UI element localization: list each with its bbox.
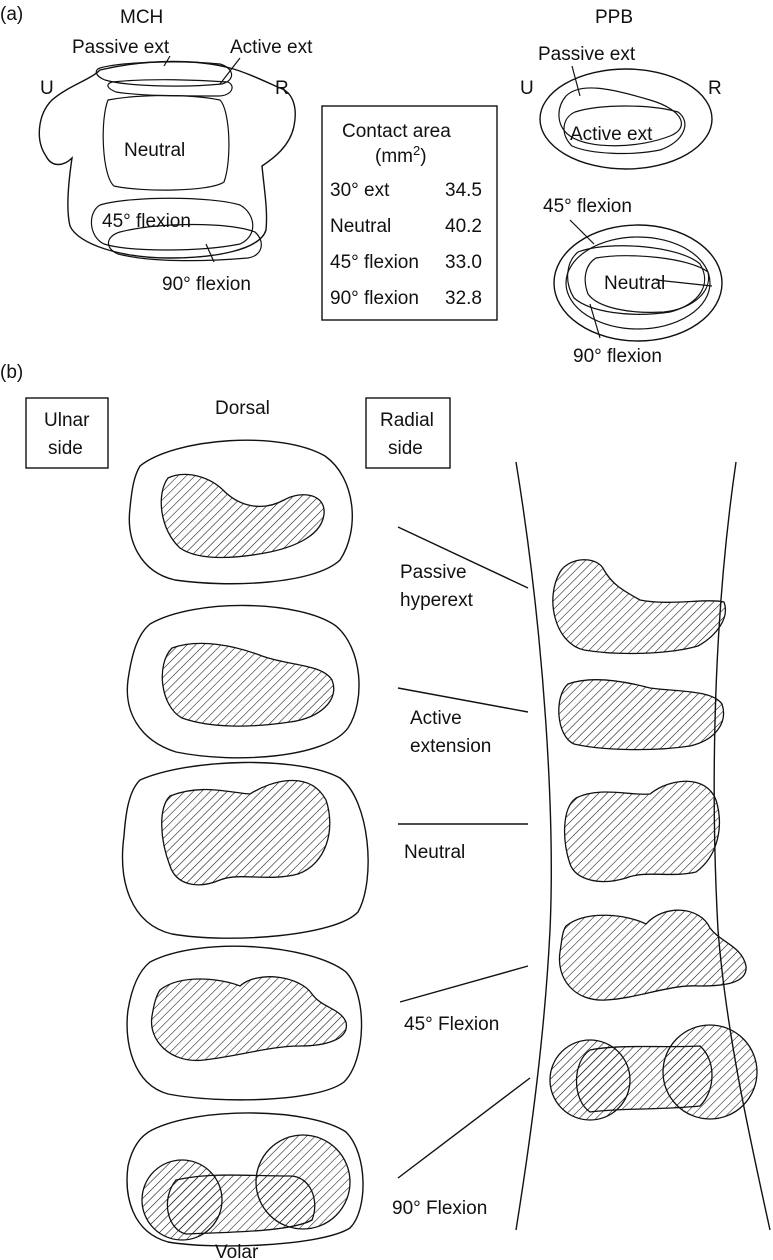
mch-neutral-label: Neutral [124, 140, 185, 161]
mch-passive-ext-label: Passive ext [72, 37, 170, 58]
tube-contact-active-extension [559, 680, 724, 750]
contact-patch [256, 1135, 350, 1229]
surface-neutral [123, 762, 369, 938]
ppb-diagram: PPB Passive ext U R Active ext 45° flexi… [520, 7, 722, 367]
ppb-passive-ext-label: Passive ext [538, 44, 636, 65]
table-title: Contact area [342, 121, 451, 142]
ppb-radial-letter: R [708, 78, 722, 99]
table-row-area: 33.0 [445, 252, 482, 273]
table-unit-close: ) [420, 146, 426, 167]
contact-patch [162, 643, 334, 726]
pointer-line [398, 1078, 530, 1178]
contact-area-table: Contact area (mm2) 30° ext 34.5 Neutral … [322, 106, 497, 320]
contact-patch [142, 1160, 222, 1240]
contact-patch [162, 780, 330, 884]
surface-45-flexion [127, 946, 361, 1100]
surface-90-flexion [127, 1113, 363, 1246]
mch-active-ext-contact [108, 80, 232, 96]
position-label: Passive [400, 562, 467, 583]
surface-passive-hyperext [129, 440, 352, 584]
tube-contact-passive-hyperext [553, 560, 726, 654]
tube-contact-neutral [565, 781, 720, 881]
table-unit-open: (mm [375, 146, 413, 167]
position-label: 45° Flexion [404, 1014, 499, 1035]
contact-patch [161, 474, 324, 557]
ppb-90-flexion-label: 90° flexion [573, 346, 662, 367]
position-label: Neutral [404, 842, 465, 863]
ulnar-side-line: Ulnar [44, 410, 90, 431]
ppb-title: PPB [595, 7, 633, 28]
surface-active-extension [127, 605, 359, 757]
table-row-area: 32.8 [445, 288, 482, 309]
pointer-line [400, 966, 528, 1002]
panel-b-label: (b) [0, 362, 23, 383]
ppb-active-ext-label: Active ext [570, 124, 653, 145]
position-label: 90° Flexion [392, 1198, 487, 1219]
table-row-position: Neutral [330, 216, 391, 237]
mch-title: MCH [120, 7, 163, 28]
mch-90-flexion-label: 90° flexion [162, 274, 251, 295]
tube-left-edge [516, 462, 551, 1230]
table-row-position: 90° flexion [330, 288, 419, 309]
tube-contact-circle [663, 1025, 757, 1119]
ppb-ulnar-letter: U [520, 78, 534, 99]
mch-active-ext-label: Active ext [230, 37, 313, 58]
ulnar-side-line: side [48, 438, 83, 459]
table-unit-superscript: 2 [413, 143, 420, 158]
position-label: hyperext [400, 590, 474, 611]
mch-ulnar-letter: U [40, 78, 54, 99]
mch-45-flexion-label: 45° flexion [102, 211, 191, 232]
ppb-45-flexion-label: 45° flexion [543, 196, 632, 217]
tube-contact-90-flexion [550, 1025, 757, 1120]
position-label: extension [410, 736, 491, 757]
mch-90-flexion-pointer [206, 244, 214, 262]
volar-label: Volar [215, 1242, 259, 1260]
contact-patch [152, 977, 347, 1061]
ppb-neutral-label: Neutral [604, 273, 665, 294]
panel-a-label: (a) [0, 4, 23, 25]
tube-contact-circle [550, 1040, 630, 1120]
mch-diagram: MCH Passive ext Active ext U R Neutral 4… [39, 7, 313, 295]
position-label: Active [410, 708, 462, 729]
table-row-area: 40.2 [445, 216, 482, 237]
dorsal-label: Dorsal [215, 398, 270, 419]
table-row-position: 30° ext [330, 180, 390, 201]
radial-side-line: Radial [380, 410, 434, 431]
radial-side-line: side [388, 438, 423, 459]
table-row-area: 34.5 [445, 180, 482, 201]
table-row-position: 45° flexion [330, 252, 419, 273]
